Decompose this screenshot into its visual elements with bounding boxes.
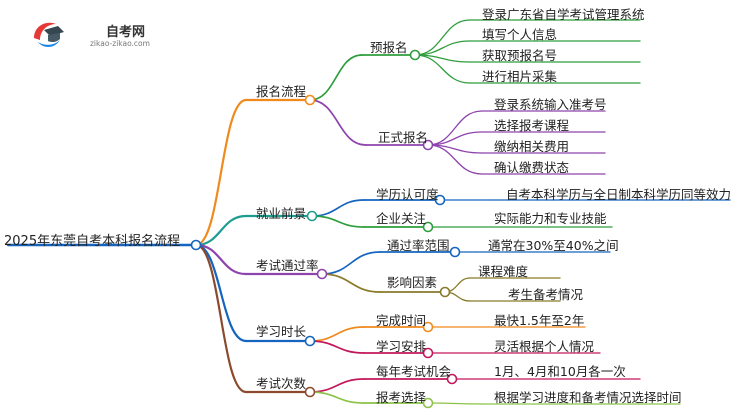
leaf-label: 选择报考课程 [494, 118, 570, 133]
root-node-dot [190, 239, 202, 251]
sub-label-pass-rate-range: 通过率范围 [387, 238, 450, 253]
graduation-cap-icon [34, 22, 64, 47]
subtopic-connector [321, 251, 381, 275]
branch-connector [194, 98, 248, 247]
subtopic-node-dot [434, 194, 446, 206]
subtopic-node-dot [422, 139, 434, 151]
branch-label-study-duration: 学习时长 [256, 324, 307, 339]
leaf-label: 获取预报名号 [482, 48, 558, 63]
branch-node-dot [304, 386, 316, 398]
leaf-label: 实际能力和专业技能 [494, 211, 607, 226]
subtopic-node-dot [422, 321, 434, 333]
leaf-connector [427, 402, 483, 405]
branch-label-registration-process: 报名流程 [256, 84, 307, 99]
branch-node-dot [316, 268, 328, 280]
subtopic-node-dot [449, 246, 461, 258]
subtopic-node-dot [409, 49, 421, 61]
subtopic-node-dot [446, 373, 458, 385]
subtopic-connector [321, 273, 381, 293]
sub-label-formal-registration: 正式报名 [378, 130, 429, 145]
subtopic-connector [311, 199, 365, 217]
leaf-label: 填写个人信息 [482, 27, 558, 42]
branch-label-pass-rate: 考试通过率 [256, 258, 319, 273]
branch-connector [194, 243, 248, 394]
branch-node-dot [304, 94, 316, 106]
leaf-label: 通常在30%至40%之间 [488, 238, 619, 253]
subtopic-node-dot [422, 347, 434, 359]
subtopic-connector [309, 340, 365, 354]
sub-label-pre-registration: 预报名 [370, 40, 408, 55]
logo-url: zikao-zikao.com [90, 39, 150, 48]
sub-label-annual-exam-opportunities: 每年考试机会 [376, 364, 452, 379]
leaf-label: 确认缴费状态 [494, 160, 570, 175]
subtopic-connector [309, 391, 365, 404]
sub-label-degree-recognition: 学历认可度 [376, 187, 439, 202]
leaf-label: 课程难度 [478, 264, 529, 279]
leaf-label: 1月、4月和10月各一次 [494, 364, 626, 379]
leaf-label: 自考本科学历与全日制本科学历同等效力 [506, 187, 732, 202]
subtopic-connector [309, 99, 367, 146]
subtopic-node-dot [422, 397, 434, 409]
sub-label-completion-time: 完成时间 [376, 313, 427, 328]
branch-label-exam-frequency: 考试次数 [256, 376, 307, 391]
subtopic-node-dot [439, 286, 451, 298]
sub-label-study-arrangement: 学习安排 [376, 339, 427, 354]
sub-label-application-choice: 报考选择 [376, 390, 427, 405]
branch-connector [194, 243, 248, 276]
root-node-label: 2025年东莞自考本科报名流程 [4, 234, 181, 249]
leaf-label: 进行相片采集 [482, 69, 558, 84]
leaf-label: 登录广东省自学考试管理系统 [482, 7, 645, 22]
sub-label-influencing-factors: 影响因素 [387, 275, 438, 290]
site-logo[interactable]: 自考网 zikao-zikao.com [30, 18, 170, 52]
leaf-connector [414, 19, 471, 56]
branch-connector [194, 214, 248, 247]
leaf-label: 考生备考情况 [508, 287, 584, 302]
subtopic-connector [309, 326, 365, 342]
branch-node-dot [306, 210, 318, 222]
leaf-label: 灵活根据个人情况 [494, 339, 595, 354]
subtopic-connector [309, 54, 363, 101]
leaf-connector [427, 144, 483, 175]
leaf-connector [414, 40, 471, 56]
sub-label-employer-focus: 企业关注 [376, 211, 427, 226]
logo-name: 自考网 [106, 25, 146, 40]
subtopic-node-dot [422, 221, 434, 233]
leaf-label: 最快1.5年至2年 [494, 313, 585, 328]
leaf-connector [414, 54, 471, 84]
leaf-label: 登录系统输入准考号 [494, 97, 607, 112]
subtopic-connector [311, 215, 365, 228]
subtopic-connector [309, 378, 365, 393]
leaf-connector [427, 131, 483, 146]
branch-node-dot [304, 335, 316, 347]
branch-label-employment-prospects: 就业前景 [256, 206, 307, 221]
leaf-label: 缴纳相关费用 [494, 139, 570, 154]
leaf-connector [427, 110, 483, 146]
leaf-label: 根据学习进度和备考情况选择时间 [494, 390, 682, 405]
